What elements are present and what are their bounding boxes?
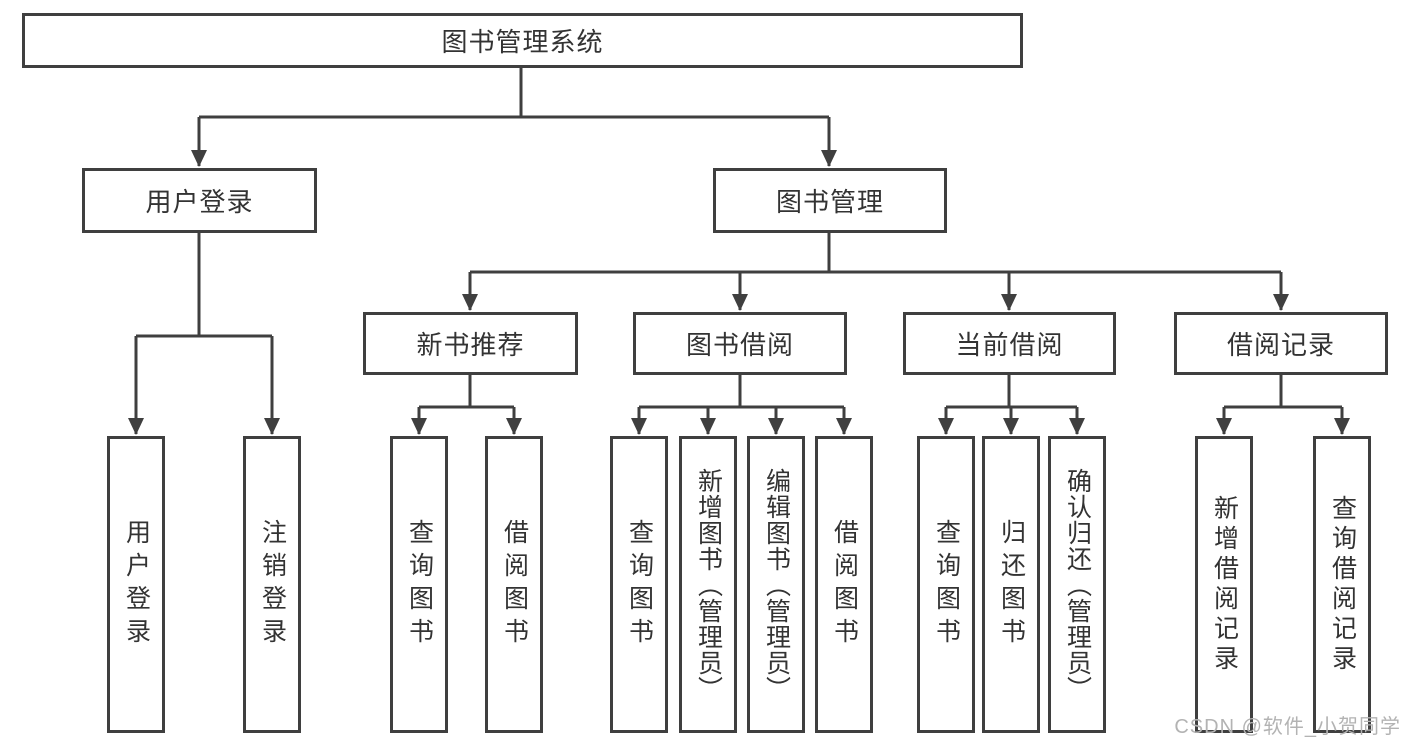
node-book-mgmt: 图书管理 xyxy=(713,168,947,233)
leaf-borrow-query-label: 查询图书 xyxy=(625,518,654,651)
connector-paths xyxy=(134,68,1344,434)
node-root-label: 图书管理系统 xyxy=(441,27,604,57)
node-book-borrow-label: 图书借阅 xyxy=(685,330,794,360)
leaf-borrow-borrow-label: 借阅图书 xyxy=(830,518,859,651)
leaf-borrow-edit: 编辑图书（管理员） xyxy=(747,436,805,733)
leaf-records-query-label: 查询借阅记录 xyxy=(1328,494,1357,675)
node-root: 图书管理系统 xyxy=(22,13,1023,68)
leaf-records-query: 查询借阅记录 xyxy=(1313,436,1371,733)
leaf-borrow-add: 新增图书（管理员） xyxy=(679,436,737,733)
node-user-login-label: 用户登录 xyxy=(145,187,254,217)
leaf-logout-label: 注销登录 xyxy=(258,518,287,651)
node-borrow-records: 借阅记录 xyxy=(1174,312,1388,375)
node-new-books: 新书推荐 xyxy=(363,312,578,375)
node-book-mgmt-label: 图书管理 xyxy=(775,187,884,217)
leaf-borrow-query: 查询图书 xyxy=(610,436,668,733)
node-borrow-records-label: 借阅记录 xyxy=(1226,330,1335,360)
node-current-borrow: 当前借阅 xyxy=(903,312,1116,375)
node-new-books-label: 新书推荐 xyxy=(416,330,525,360)
leaf-user-login-label: 用户登录 xyxy=(122,518,151,651)
node-current-borrow-label: 当前借阅 xyxy=(955,330,1064,360)
leaf-user-login: 用户登录 xyxy=(107,436,165,733)
node-book-borrow: 图书借阅 xyxy=(633,312,847,375)
leaf-current-return-label: 归还图书 xyxy=(997,518,1026,651)
leaf-current-query-label: 查询图书 xyxy=(932,518,961,651)
leaf-newbooks-query: 查询图书 xyxy=(390,436,448,733)
leaf-newbooks-borrow-label: 借阅图书 xyxy=(500,518,529,651)
leaf-current-confirm-label: 确认归还（管理员） xyxy=(1063,467,1092,702)
leaf-current-return: 归还图书 xyxy=(982,436,1040,733)
leaf-borrow-add-label: 新增图书（管理员） xyxy=(694,467,723,702)
leaf-current-confirm: 确认归还（管理员） xyxy=(1048,436,1106,733)
leaf-current-query: 查询图书 xyxy=(917,436,975,733)
node-user-login: 用户登录 xyxy=(82,168,317,233)
csdn-watermark: CSDN @软件_小贺同学 xyxy=(1174,716,1401,738)
arrowheads xyxy=(128,150,1350,435)
leaf-logout: 注销登录 xyxy=(243,436,301,733)
leaf-newbooks-query-label: 查询图书 xyxy=(405,518,434,651)
leaf-records-add: 新增借阅记录 xyxy=(1195,436,1253,733)
leaf-borrow-edit-label: 编辑图书（管理员） xyxy=(762,467,791,702)
leaf-newbooks-borrow: 借阅图书 xyxy=(485,436,543,733)
leaf-borrow-borrow: 借阅图书 xyxy=(815,436,873,733)
leaf-records-add-label: 新增借阅记录 xyxy=(1210,494,1239,675)
